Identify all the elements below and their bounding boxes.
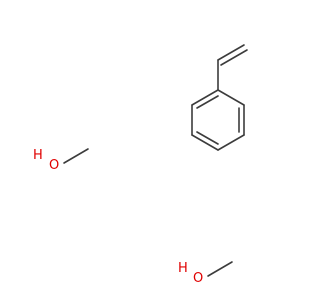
ring-bond-4 <box>191 134 219 151</box>
structure-canvas: H O H O <box>33 44 248 286</box>
ring-bond-6 <box>191 89 219 106</box>
methanol-1-c-o-bond <box>63 148 89 164</box>
methanol-molecule-2: H O <box>178 261 233 286</box>
styrene-molecule <box>191 44 248 151</box>
ring-bond-1 <box>217 89 245 106</box>
vinyl-double-bond-a <box>217 44 245 61</box>
vinyl-double-bond-b <box>220 49 248 66</box>
methanol-2-h-label: H <box>178 261 188 276</box>
ring-inner-bond-3 <box>196 95 219 109</box>
ring-bond-3 <box>217 134 245 151</box>
methanol-1-h-label: H <box>33 148 43 163</box>
methanol-2-o-label: O <box>193 271 203 286</box>
ring-inner-bond-2 <box>196 131 219 145</box>
methanol-1-o-label: O <box>49 158 59 173</box>
methanol-2-c-o-bond <box>207 261 233 277</box>
methanol-molecule-1: H O <box>33 148 89 173</box>
structure-svg: H O H O <box>33 44 248 286</box>
